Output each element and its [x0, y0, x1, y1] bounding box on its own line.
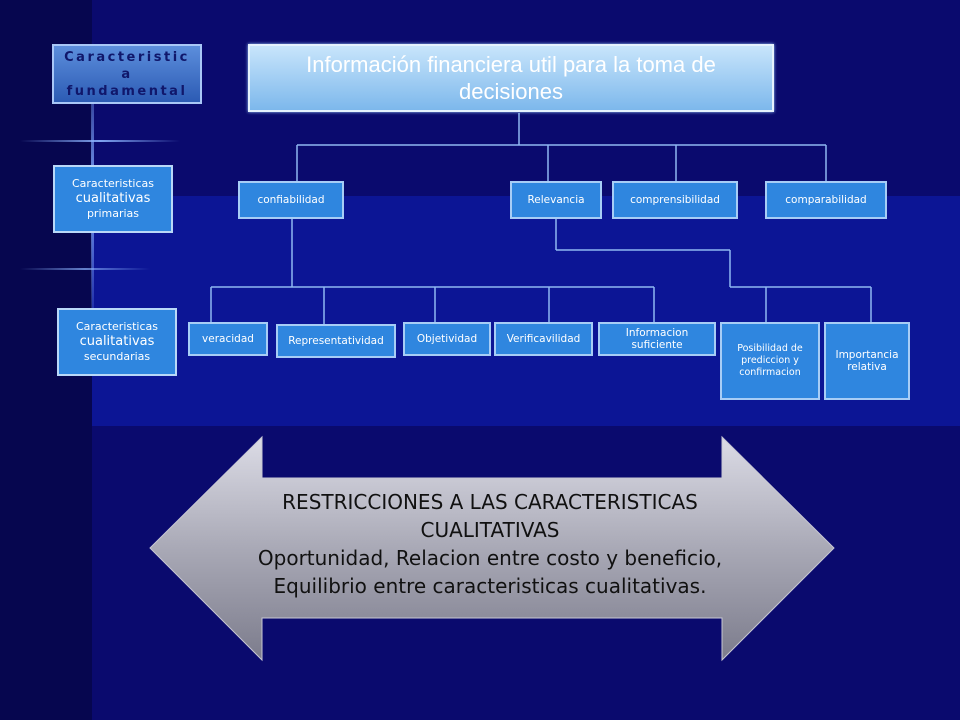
node-veracidad: veracidad	[188, 322, 268, 356]
root-node-text: Información financiera util para la toma…	[306, 52, 716, 104]
node-confiabilidad: confiabilidad	[238, 181, 344, 219]
node-comparabilidad: comparabilidad	[765, 181, 887, 219]
restrictions-line1: RESTRICCIONES A LAS CARACTERISTICAS	[282, 490, 698, 514]
restrictions-text: RESTRICCIONES A LAS CARACTERISTICAS CUAL…	[235, 488, 745, 600]
sidebar-title: Caracteristic a fundamental	[52, 44, 202, 104]
node-relevancia-label: Relevancia	[527, 194, 585, 206]
secondary-label-line3: secundarias	[83, 350, 151, 364]
node-informacion-suficiente-label: Informacion suficiente	[625, 327, 689, 351]
node-representatividad: Representatividad	[276, 324, 396, 358]
restrictions-line3: Oportunidad, Relacion entre costo y bene…	[257, 546, 723, 570]
secondary-characteristics-label: Caracteristicas cualitativas secundarias	[57, 308, 177, 376]
node-relevancia: Relevancia	[510, 181, 602, 219]
secondary-label-line1: Caracteristicas	[75, 320, 158, 334]
node-objetividad-label: Objetividad	[416, 333, 478, 345]
sidebar-title-text: Caracteristic a fundamental	[64, 49, 190, 99]
restrictions-line4: Equilibrio entre caracteristicas cualita…	[273, 574, 707, 598]
node-informacion-suficiente: Informacion suficiente	[598, 322, 716, 356]
node-veracidad-label: veracidad	[202, 333, 254, 345]
node-confiabilidad-label: confiabilidad	[257, 194, 325, 206]
secondary-label-line2: cualitativas	[79, 333, 155, 349]
primary-label-line3: primarias	[86, 207, 140, 221]
node-verificavilidad: Verificavilidad	[494, 322, 593, 356]
node-representatividad-label: Representatividad	[288, 335, 384, 347]
node-comprensibilidad-label: comprensibilidad	[630, 194, 720, 206]
primary-label-line1: Caracteristicas	[71, 177, 154, 191]
primary-characteristics-label: Caracteristicas cualitativas primarias	[53, 165, 173, 233]
node-comparabilidad-label: comparabilidad	[785, 194, 867, 206]
node-comprensibilidad: comprensibilidad	[612, 181, 738, 219]
node-verificavilidad-label: Verificavilidad	[506, 333, 581, 345]
node-importancia-relativa: Importancia relativa	[824, 322, 910, 400]
primary-label-line2: cualitativas	[75, 190, 151, 206]
restrictions-line2: CUALITATIVAS	[420, 518, 560, 542]
node-objetividad: Objetividad	[403, 322, 491, 356]
glow-line-horizontal	[20, 140, 180, 142]
node-importancia-relativa-label: Importancia relativa	[835, 349, 899, 373]
glow-line-horizontal-secondary	[20, 268, 150, 270]
node-posibilidad-prediccion: Posibilidad de prediccion y confirmacion	[720, 322, 820, 400]
node-posibilidad-prediccion-label: Posibilidad de prediccion y confirmacion	[737, 343, 803, 378]
root-node: Información financiera util para la toma…	[248, 44, 774, 112]
